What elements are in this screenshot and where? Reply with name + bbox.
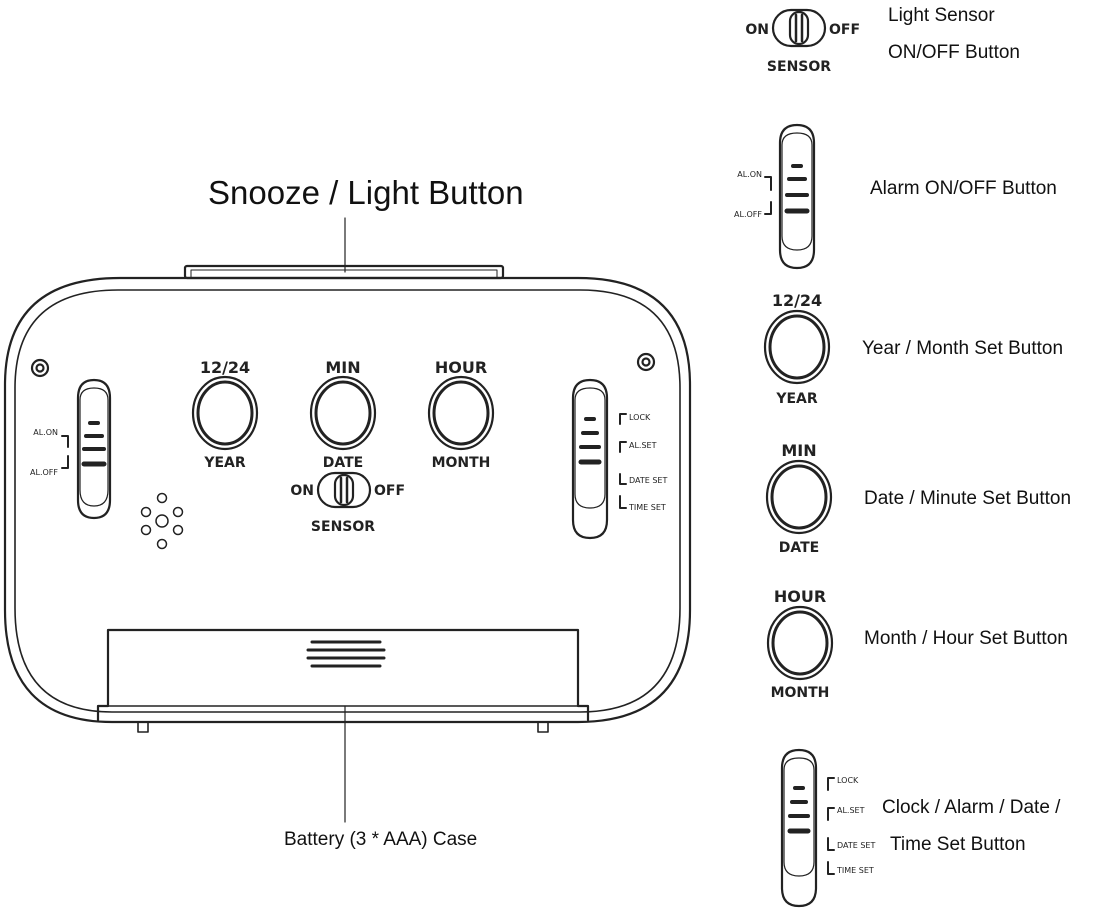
mode-switch-device (571, 378, 627, 540)
label-lock-device: LOCK (629, 413, 651, 422)
label-sensor-off-device: OFF (374, 483, 405, 499)
label-alset-detail: AL.SET (837, 806, 865, 815)
alarm-switch-detail (764, 123, 816, 270)
screw-hole-right (636, 352, 656, 372)
caption-alarm-onoff: Alarm ON/OFF Button (870, 178, 1057, 199)
label-alarm-on-detail: AL.ON (737, 170, 762, 179)
label-hour-detail: HOUR (774, 587, 826, 606)
label-alarm-off-device: AL.OFF (30, 468, 58, 477)
sensor-switch-device (316, 471, 372, 509)
label-dateset-detail: DATE SET (837, 841, 875, 850)
label-min-detail: MIN (781, 441, 816, 460)
label-month-device: MONTH (432, 455, 491, 471)
label-1224-detail: 12/24 (772, 291, 822, 310)
screw-hole-left (30, 358, 50, 378)
mode-switch-detail (780, 748, 835, 908)
label-timeset-device: TIME SET (628, 503, 666, 512)
label-year-device: YEAR (203, 455, 246, 471)
btn-hour-month-device (427, 375, 495, 451)
caption-battery-case: Battery (3 * AAA) Case (284, 829, 478, 850)
label-sensor-on-detail: ON (745, 22, 769, 38)
btn-1224-year-device (191, 375, 259, 451)
label-1224-device: 12/24 (200, 358, 250, 377)
label-alarm-on-device: AL.ON (33, 428, 58, 437)
label-sensor-device: SENSOR (311, 519, 375, 535)
btn-hour-month-detail (766, 605, 834, 681)
sensor-switch-detail (771, 8, 827, 48)
label-sensor-detail: SENSOR (767, 59, 831, 75)
clock-body (3, 276, 692, 724)
caption-date-minute-set: Date / Minute Set Button (864, 488, 1072, 509)
btn-1224-year-detail (763, 309, 831, 385)
label-sensor-off-detail: OFF (829, 22, 860, 38)
caption-light-sensor-line2: ON/OFF Button (888, 42, 1020, 63)
label-year-detail: YEAR (775, 391, 818, 407)
label-alarm-off-detail: AL.OFF (734, 210, 762, 219)
label-sensor-on-device: ON (290, 483, 314, 499)
speaker-holes (140, 492, 184, 550)
label-min-device: MIN (325, 358, 360, 377)
snooze-light-button (183, 264, 505, 280)
caption-mode-set-line2: Time Set Button (890, 834, 1026, 855)
label-timeset-detail: TIME SET (836, 866, 874, 875)
caption-year-month-set: Year / Month Set Button (862, 338, 1064, 359)
label-date-device: DATE (323, 455, 363, 471)
btn-min-date-device (309, 375, 377, 451)
label-alset-device: AL.SET (629, 441, 657, 450)
label-date-detail: DATE (779, 540, 819, 556)
caption-snooze-light: Snooze / Light Button (208, 174, 524, 211)
label-hour-device: HOUR (435, 358, 487, 377)
label-dateset-device: DATE SET (629, 476, 667, 485)
label-lock-detail: LOCK (837, 776, 859, 785)
caption-month-hour-set: Month / Hour Set Button (864, 628, 1068, 649)
btn-min-date-detail (765, 459, 833, 535)
alarm-switch-device (61, 378, 112, 520)
battery-cover (96, 628, 590, 733)
caption-light-sensor-line1: Light Sensor (888, 5, 995, 26)
label-month-detail: MONTH (771, 685, 830, 701)
caption-mode-set-line1: Clock / Alarm / Date / (882, 797, 1061, 818)
